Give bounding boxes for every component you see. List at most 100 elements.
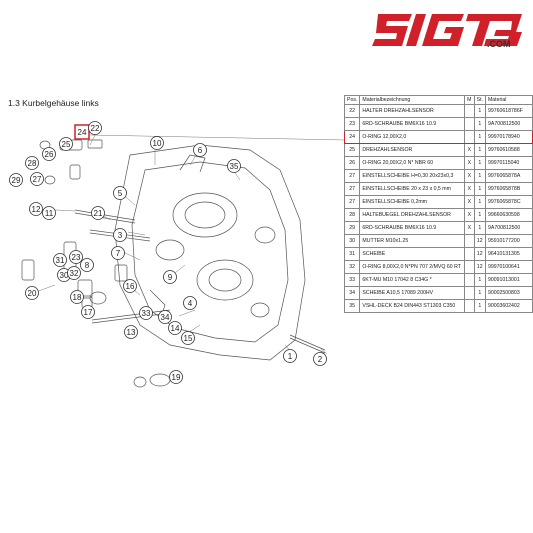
callout-11[interactable]: 11	[42, 206, 56, 220]
callout-34[interactable]: 34	[158, 310, 172, 324]
callout-32[interactable]: 32	[67, 266, 81, 280]
callout-label: 20	[28, 289, 37, 298]
cell-qty: 1	[473, 117, 486, 131]
callout-27[interactable]: 27	[30, 172, 44, 186]
cell-m	[464, 117, 475, 131]
callout-22[interactable]: 22	[88, 121, 102, 135]
callout-label: 4	[188, 299, 193, 308]
callout-18[interactable]: 18	[70, 290, 84, 304]
cell-description: SCHEIBE A10,5 17089 200HV	[359, 286, 466, 300]
callout-13[interactable]: 13	[124, 325, 138, 339]
callout-10[interactable]: 10	[150, 136, 164, 150]
callout-5[interactable]: 5	[113, 186, 127, 200]
cell-qty: 1	[473, 273, 486, 287]
callout-35[interactable]: 35	[227, 159, 241, 173]
callout-23[interactable]: 23	[69, 250, 83, 264]
cell-pos: 27	[343, 169, 361, 183]
callout-9[interactable]: 9	[163, 270, 177, 284]
cell-material: 99760618786F	[484, 104, 533, 118]
cell-pos: 24	[343, 130, 361, 144]
cell-qty: 1	[473, 143, 486, 157]
cell-material: 90091013001	[484, 273, 533, 287]
cell-qty: 1	[473, 130, 486, 144]
callout-label: 15	[184, 334, 193, 343]
cell-qty: 1	[473, 299, 486, 313]
cell-description: DREHZAHLSENSOR	[359, 143, 466, 157]
callout-29[interactable]: 29	[9, 173, 23, 187]
callout-28[interactable]: 28	[25, 156, 39, 170]
callout-17[interactable]: 17	[81, 305, 95, 319]
callout-21[interactable]: 21	[91, 206, 105, 220]
cell-m	[464, 104, 475, 118]
brand-logo[interactable]	[372, 10, 522, 56]
cell-material: 90003602402	[484, 299, 533, 313]
cell-pos: 22	[343, 104, 361, 118]
callout-19[interactable]: 19	[169, 370, 183, 384]
cell-material: 95910177200	[484, 234, 533, 248]
cell-m: X	[464, 182, 475, 196]
cell-qty: 12	[473, 247, 486, 261]
cell-material: 9976065878C	[484, 195, 533, 209]
callout-31[interactable]: 31	[53, 253, 67, 267]
callout-20[interactable]: 20	[25, 286, 39, 300]
callout-2[interactable]: 2	[313, 352, 327, 366]
crankcase-drawing	[21, 139, 326, 388]
cell-material: 99970178940	[484, 130, 533, 144]
callout-16[interactable]: 16	[123, 279, 137, 293]
callout-label: 24	[78, 128, 87, 137]
callout-26[interactable]: 26	[42, 147, 56, 161]
parts-table: Pos. Materialbezeichnung M St. Material …	[343, 95, 533, 313]
callout-label: 19	[172, 373, 181, 382]
callout-33[interactable]: 33	[139, 306, 153, 320]
callout-4[interactable]: 4	[183, 296, 197, 310]
cell-pos: 27	[343, 182, 361, 196]
cell-material: 99760610588	[484, 143, 533, 157]
cell-qty: 12	[473, 234, 486, 248]
cell-qty: 1	[473, 182, 486, 196]
cell-m	[464, 299, 475, 313]
callout-6[interactable]: 6	[193, 143, 207, 157]
cell-description: O-RING 20,00X2,0 N* NBR 60	[359, 156, 466, 170]
header-material: Material	[484, 95, 533, 105]
callout-1[interactable]: 1	[283, 349, 297, 363]
callout-8[interactable]: 8	[80, 258, 94, 272]
header-description: Materialbezeichnung	[359, 95, 466, 105]
cell-material: 9976065878B	[484, 182, 533, 196]
callout-3[interactable]: 3	[113, 228, 127, 242]
cell-description: 6KT-MU M10 17042 8 C34G *	[359, 273, 466, 287]
callout-label: 18	[73, 293, 82, 302]
callout-label: 22	[91, 124, 100, 133]
callout-label: 6	[198, 146, 203, 155]
callout-25[interactable]: 25	[59, 137, 73, 151]
callout-7[interactable]: 7	[111, 246, 125, 260]
cell-m: X	[464, 195, 475, 209]
callout-24[interactable]: 24	[74, 124, 90, 140]
callout-14[interactable]: 14	[168, 321, 182, 335]
callout-15[interactable]: 15	[181, 331, 195, 345]
callout-label: 27	[33, 175, 42, 184]
cell-description: EINSTELLSCHEIBE 20 x 23 x 0,5 mm	[359, 182, 466, 196]
cell-pos: 32	[343, 260, 361, 274]
callout-label: 13	[127, 328, 136, 337]
callout-label: 9	[168, 273, 173, 282]
callout-label: 29	[12, 176, 21, 185]
callout-label: 34	[161, 313, 170, 322]
callout-label: 10	[153, 139, 162, 148]
callout-12[interactable]: 12	[29, 202, 43, 216]
